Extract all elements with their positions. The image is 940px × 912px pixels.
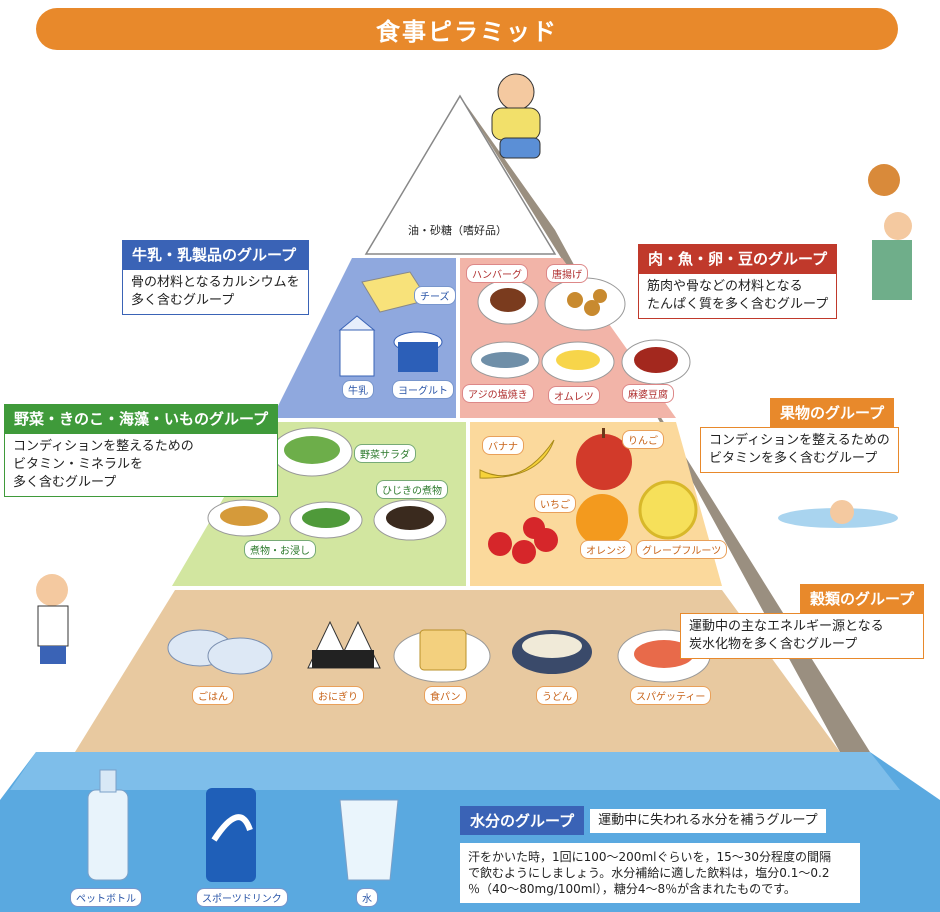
grains-group-desc: 運動中の主なエネルギー源となる 炭水化物を多く含むグループ [680, 613, 925, 659]
dairy-group-title: 牛乳・乳製品のグループ [122, 240, 309, 269]
karaage-icon [544, 277, 626, 331]
hamburg-steak-icon [477, 279, 539, 325]
mapo-tofu-icon [621, 339, 691, 385]
protein-group-desc: 筋肉や骨などの材料となる たんぱく質を多く含むグループ [638, 273, 838, 319]
banana-icon [479, 439, 555, 479]
food-label-mapo-tofu: 麻婆豆腐 [622, 384, 674, 403]
water-glass-icon [339, 799, 399, 881]
protein-group-title: 肉・魚・卵・豆のグループ [638, 244, 838, 273]
water-group-title: 水分のグループ [460, 806, 585, 835]
food-label-rice: ごはん [192, 686, 234, 705]
sports-drink-can-icon [206, 788, 256, 882]
food-label-bread: 食パン [424, 686, 467, 705]
ohitashi-icon [289, 501, 363, 539]
food-label-karaage: 唐揚げ [546, 264, 588, 283]
apex-label: 油・砂糖（嗜好品） [408, 224, 507, 237]
food-label-udon: うどん [536, 686, 578, 705]
strawberry-icon [488, 517, 558, 564]
dairy-group-desc: 骨の材料となるカルシウムを 多く含むグループ [122, 269, 309, 315]
food-label-milk: 牛乳 [342, 380, 374, 399]
onigiri-icon [307, 620, 381, 669]
food-label-yogurt: ヨーグルト [392, 380, 454, 399]
food-label-hijiki: ひじきの煮物 [376, 480, 448, 499]
pet-bottle-icon [87, 769, 129, 881]
water-group-callout: 水分のグループ 運動中に失われる水分を補うグループ 汗をかいた時，1回に100〜… [460, 806, 860, 903]
food-label-salad: 野菜サラダ [354, 444, 416, 463]
orange-icon [576, 494, 628, 546]
food-label-spaghetti: スパゲッティー [630, 686, 712, 705]
udon-icon [512, 630, 592, 674]
vegetable-group-callout: 野菜・きのこ・海藻・いものグループ コンディションを整えるための ビタミン・ミネ… [4, 404, 279, 497]
grilled-fish-icon [470, 341, 540, 379]
food-label-grapefruit: グレープフルーツ [636, 540, 728, 559]
apex-tier [364, 94, 557, 255]
omelette-icon [541, 341, 615, 383]
food-label-nimono: 煮物・お浸し [244, 540, 316, 559]
food-label-onigiri: おにぎり [312, 686, 364, 705]
dairy-group-callout: 牛乳・乳製品のグループ 骨の材料となるカルシウムを 多く含むグループ [122, 240, 309, 315]
fruit-group-callout: 果物のグループ コンディションを整えるための ビタミンを多く含むグループ [700, 398, 899, 473]
food-label-banana: バナナ [482, 436, 524, 455]
tennis-basketball-player-icon [868, 164, 912, 300]
hijiki-icon [373, 499, 447, 541]
grains-group-title: 穀類のグループ [800, 584, 925, 613]
food-label-apple: りんご [622, 430, 664, 449]
fruit-group-title: 果物のグループ [770, 398, 895, 427]
protein-group-callout: 肉・魚・卵・豆のグループ 筋肉や骨などの材料となる たんぱく質を多く含むグループ [638, 244, 838, 319]
grapefruit-icon [638, 480, 698, 540]
food-label-pet-bottle: ペットボトル [70, 888, 142, 907]
rice-bowl-icon [167, 629, 273, 675]
food-label-omelette: オムレツ [548, 386, 600, 405]
vegetable-group-title: 野菜・きのこ・海藻・いものグループ [4, 404, 279, 433]
food-label-grilled-fish: アジの塩焼き [462, 384, 534, 403]
page-title: 食事ピラミッド [36, 8, 898, 50]
bread-icon [393, 629, 491, 683]
milk-carton-icon [338, 315, 376, 377]
food-label-strawberry: いちご [534, 494, 576, 513]
apple-icon [576, 428, 632, 490]
food-label-hamburg: ハンバーグ [466, 264, 528, 283]
food-label-water: 水 [356, 888, 378, 907]
food-label-orange: オレンジ [580, 540, 632, 559]
food-label-sports-drink: スポーツドリンク [196, 888, 288, 907]
vegetable-group-desc: コンディションを整えるための ビタミン・ミネラルを 多く含むグループ [4, 433, 279, 497]
water-group-desc: 汗をかいた時，1回に100〜200mlぐらいを，15〜30分程度の間隔 で飲むよ… [460, 843, 860, 903]
sitting-person-icon [491, 73, 541, 159]
swimmer-icon [778, 500, 898, 528]
boiled-dish-icon [207, 499, 281, 537]
runner-icon [36, 574, 69, 664]
yogurt-icon [393, 331, 443, 372]
fruit-group-desc: コンディションを整えるための ビタミンを多く含むグループ [700, 427, 899, 473]
food-label-cheese: チーズ [414, 286, 456, 305]
salad-icon [271, 427, 353, 477]
grains-group-callout: 穀類のグループ 運動中の主なエネルギー源となる 炭水化物を多く含むグループ [680, 584, 925, 659]
water-group-subtitle: 運動中に失われる水分を補うグループ [590, 808, 826, 833]
